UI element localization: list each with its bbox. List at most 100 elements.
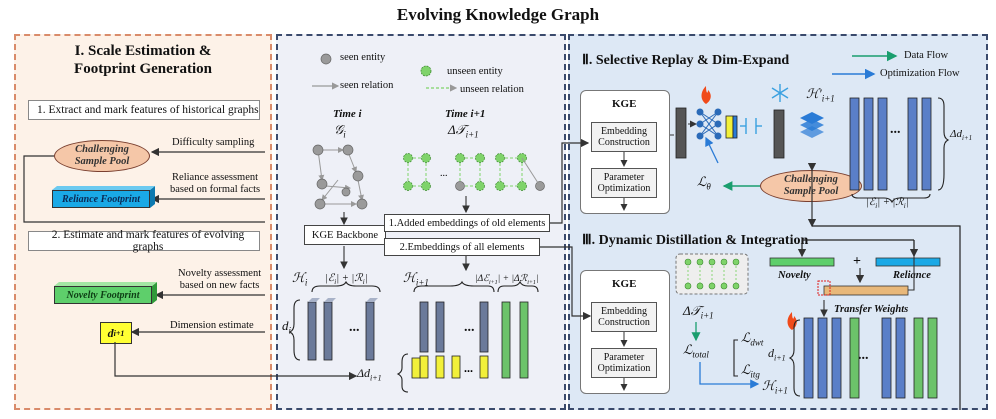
novelty-label: Novelty [778,270,811,281]
h-prime-dots: ... [890,122,901,137]
delta-d-right-symbol: Δd [950,128,962,140]
h-i-cardinality: |ℰi| + |ℛi| [325,273,368,287]
svg-text:...: ... [440,168,448,179]
legend-data-flow: Data Flow [904,50,949,61]
pool-label-line1: Challenging [75,144,129,155]
step1-box: 1. Extract and mark features of historic… [28,100,260,120]
l-dwt-symbol: ℒ [741,330,751,345]
d-i-brace [288,299,301,361]
novelty-assess-line1: Novelty assessment [178,268,262,279]
l-theta-label: ℒθ [697,174,711,192]
panel1-title: I. Scale Estimation & Footprint Generati… [14,42,272,78]
delta-t-symbol: Δ𝒯 [683,303,701,318]
d-i1-right-label: di+1 [768,346,786,362]
reliance-assessment-label: Reliance assessment based on formal fact… [170,172,260,196]
delta-d-embeddings [411,357,421,379]
card-i-part1: |ℰ [325,273,335,284]
h-i1-label: ℋi+1 [403,270,429,288]
snowflake-icon [771,84,789,102]
h-prime-card-part2: | + |ℛ [877,197,904,208]
panel1-title-line1: I. Scale Estimation & [74,43,212,59]
transfer-weights-label: Transfer Weights [834,304,909,315]
d-symbol: d [107,325,114,340]
graph-delta-t: Δ𝒯i+1 [448,122,479,140]
l-dwt-label: ℒdwt [741,330,763,348]
kge-backbone-box: KGE Backbone [304,225,386,245]
novelty-footprint-top [54,282,157,286]
h-i-label: ℋi [292,270,307,288]
legend-unseen-entity: unseen entity [447,66,503,77]
h-i1-right-label: ℋi+1 [762,378,788,396]
panel1-title-line2: Footprint Generation [74,61,212,77]
delta-d-label: Δdi+1 [357,366,382,382]
reliance-assess-line1: Reliance assessment [172,172,259,183]
reliance-footprint-edge [150,186,155,208]
section2-graphics [670,84,950,228]
delta-d-right-subscript: i+1 [961,134,973,143]
delta-t-label: Δ𝒯i+1 [683,303,714,321]
novelty-assessment-label: Novelty assessment based on new facts [178,268,261,292]
h-i1-brace-b [497,280,539,293]
d-i1-right-symbol: d [768,346,774,360]
h-i-dots: ... [349,320,360,335]
l-itg-symbol: ℒ [741,362,751,377]
reliance-assess-line2: based on formal facts [170,184,261,195]
step2-box: 2. Estimate and mark features of evolvin… [28,229,260,253]
d-subscript: i+1 [113,328,125,338]
kge-top-title: KGE [612,98,637,110]
l-total-symbol: ℒ [683,342,693,357]
h-i1-right-dots: ... [858,348,869,363]
h-i-brace [311,280,381,293]
d-i1-right-subscript: i+1 [774,353,786,363]
card-i1-part2: | + |Δℛ [497,274,528,284]
section2-title: Ⅱ. Selective Replay & Dim-Expand [582,53,790,68]
fire-icon-bottom [787,312,797,330]
svg-text:...: ... [464,361,473,375]
l-itg-subscript: itg [750,369,760,380]
dt-symbol: Δ𝒯 [448,122,466,137]
unseen-entity-icon [420,65,432,77]
d-i-label: di [282,318,291,336]
time-i1-label: Time i+1 [445,108,486,120]
po-bottom-line1: Parameter [603,352,645,363]
l-total-subscript: total [692,349,709,360]
g-subscript: i [343,129,346,140]
h-prime-cardinality: |ℰi| + |ℛi| [866,197,909,211]
h-i-embeddings [307,298,378,361]
h-prime-card-part1: |ℰ [866,197,876,208]
card-i1-part1: |Δℰ [475,274,489,284]
graph-delta-t-i1: ... [403,153,545,191]
figure-title: Evolving Knowledge Graph [396,5,600,24]
novelty-footprint: Novelty Footprint [54,286,152,304]
delta-d-brace [396,353,409,393]
delta-t-subscript: i+1 [700,310,714,321]
ec-top-line2: Construction [598,137,650,148]
legend-seen-relation: seen relation [340,80,394,91]
delta-d-subscript: i+1 [370,373,382,383]
graph-time-i [312,144,368,210]
legend-opt-flow: Optimization Flow [880,68,960,79]
seen-entity-icon [320,53,332,65]
pool-label-line2: Sample Pool [74,156,130,167]
ec-bottom-line1: Embedding [600,306,648,317]
delta-d-right: Δdi+1 [950,128,972,142]
novelty-assess-line2: based on new facts [179,280,260,291]
added-embeddings-box: 1.Added embeddings of old elements [384,214,550,232]
h-i1-subscript: i+1 [415,277,429,288]
h-i1-cardinality: |Δℰi+1| + |Δℛi+1| [475,274,539,286]
fire-icon [701,86,711,104]
h-i1-symbol: ℋ [403,270,416,285]
h-i-subscript: i [304,277,308,288]
g-symbol: 𝒢 [334,122,344,137]
h-i1-embeddings: ... [419,301,529,379]
reliance-label: Reliance [893,270,931,281]
l-theta-symbol: ℒ [697,174,707,189]
ec-top-line1: Embedding [600,126,648,137]
panel1-arrows [23,147,358,381]
h-i1-right-subscript: i+1 [774,385,788,396]
stack-icon [800,112,824,138]
